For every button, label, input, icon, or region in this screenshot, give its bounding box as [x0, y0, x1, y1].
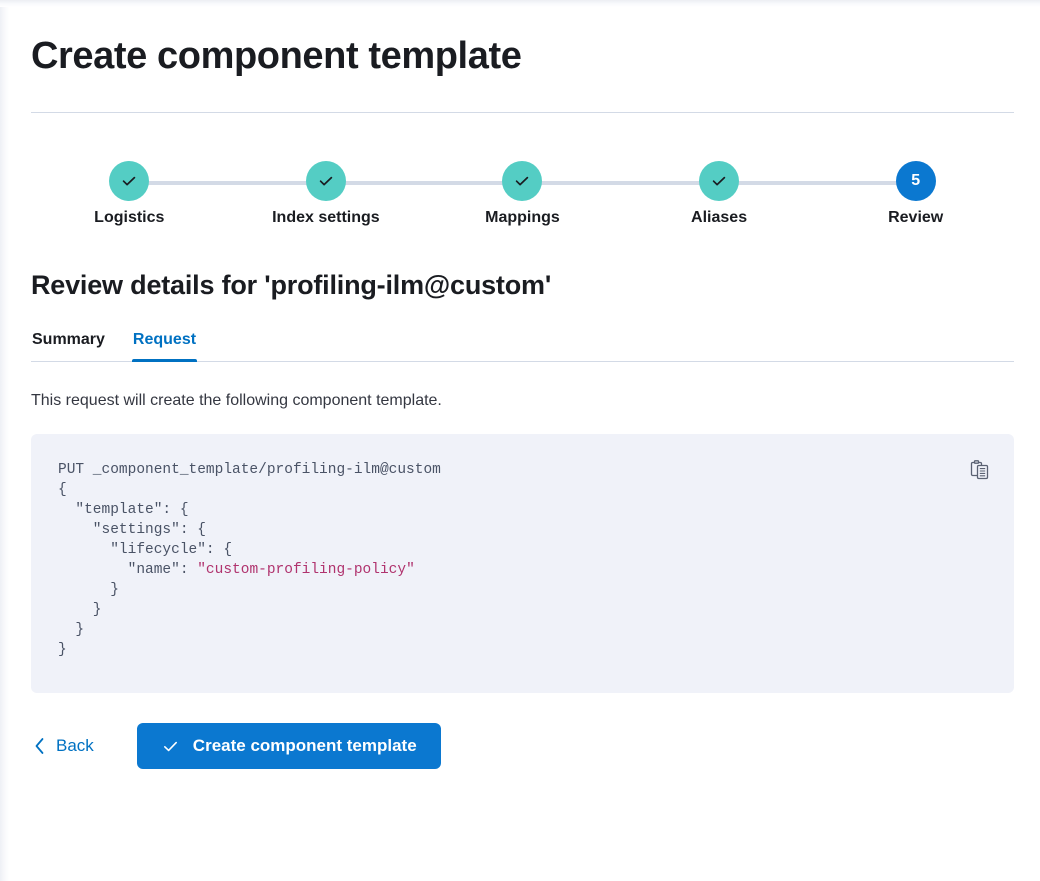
back-button-label: Back [56, 736, 94, 755]
stepper-label: Logistics [94, 209, 165, 226]
stepper-marker-complete[interactable] [109, 161, 150, 201]
stepper-step-mappings[interactable]: Mappings [424, 161, 720, 227]
review-heading: Review details for 'profiling-ilm@custom… [31, 270, 552, 300]
review-tablist: Summary Request [31, 331, 1014, 362]
clipboard-copy-icon [969, 459, 991, 484]
stepper-step-index-settings[interactable]: Index settings [228, 161, 523, 227]
wizard-stepper: Logistics Index settings [31, 161, 1014, 245]
request-code-panel: PUT _component_template/profiling-ilm@cu… [31, 434, 1014, 693]
check-icon [120, 172, 138, 190]
stepper-marker-complete[interactable] [305, 161, 346, 201]
stepper-step-review[interactable]: 5 Review [817, 161, 1014, 227]
stepper-step-number: 5 [911, 172, 921, 189]
stepper-label: Index settings [272, 209, 380, 226]
stepper-label: Review [888, 209, 944, 226]
page-title: Create component template [31, 35, 522, 77]
stepper-marker-complete[interactable] [502, 161, 543, 201]
create-component-template-label: Create component template [192, 736, 417, 755]
stepper-connector [325, 181, 523, 185]
stepper-marker-complete[interactable] [699, 161, 740, 201]
header-divider [31, 112, 1014, 113]
stepper-step-logistics[interactable]: Logistics [31, 161, 326, 227]
code-body-before: { "template": { "settings": { "lifecycle… [58, 482, 233, 578]
tab-summary[interactable]: Summary [31, 331, 106, 361]
stepper-track: Logistics Index settings [31, 161, 1014, 227]
stepper-connector [719, 181, 916, 185]
back-button[interactable]: Back [31, 730, 96, 762]
check-icon [710, 172, 728, 190]
chevron-left-icon [33, 736, 46, 756]
check-icon [161, 737, 180, 756]
create-component-template-button[interactable]: Create component template [136, 723, 441, 769]
request-description: This request will create the following c… [31, 392, 442, 409]
stepper-connector [522, 181, 720, 185]
code-policy-value: "custom-profiling-policy" [197, 562, 415, 578]
stepper-step-aliases[interactable]: Aliases [621, 161, 916, 227]
wizard-actions: Back Create component template [31, 723, 1009, 769]
page-content: Create component template Logistics [31, 35, 1014, 769]
tab-request[interactable]: Request [131, 331, 198, 362]
stepper-label: Aliases [691, 209, 748, 226]
request-code-block: PUT _component_template/profiling-ilm@cu… [31, 434, 1014, 660]
check-icon [513, 172, 531, 190]
code-body-after: } } } } [58, 582, 119, 658]
stepper-connector [129, 181, 326, 185]
check-icon [317, 172, 335, 190]
stepper-label: Mappings [485, 209, 560, 226]
stepper-marker-current[interactable]: 5 [895, 161, 936, 201]
code-request-line: PUT _component_template/profiling-ilm@cu… [58, 462, 441, 478]
copy-to-clipboard-button[interactable] [966, 457, 994, 485]
